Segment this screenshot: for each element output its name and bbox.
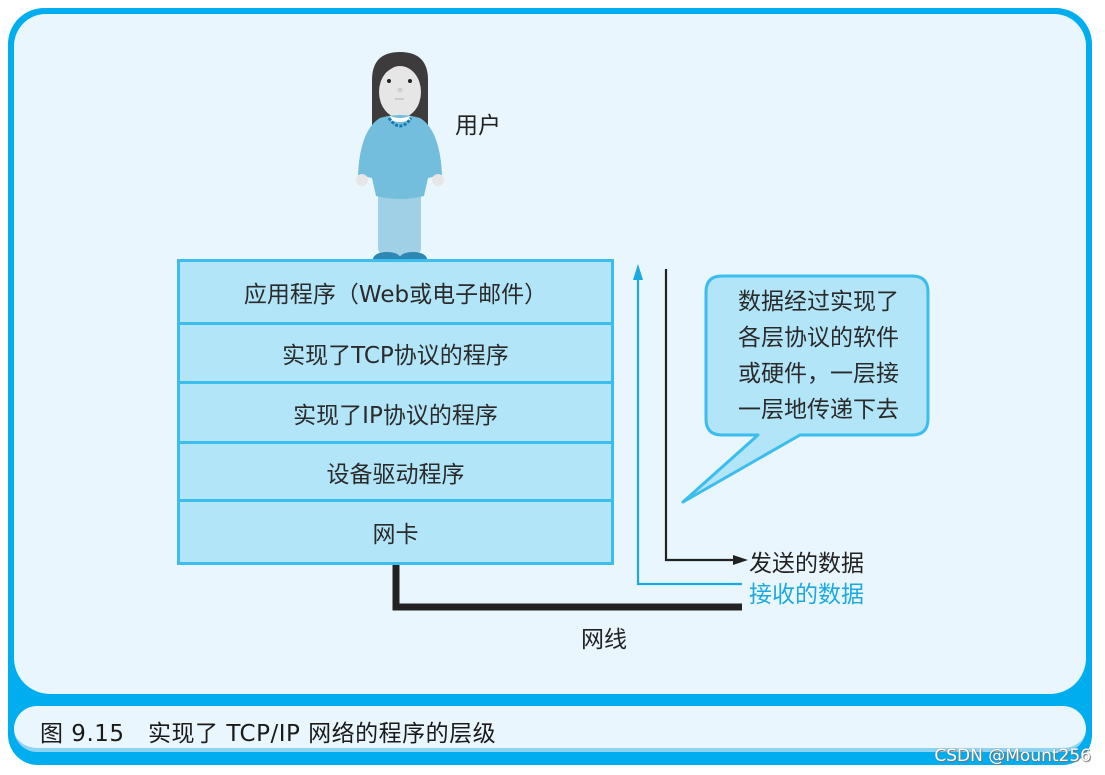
caption-bar bbox=[14, 706, 1086, 752]
protocol-stack: 应用程序（Web或电子邮件） 实现了TCP协议的程序 实现了IP协议的程序 设备… bbox=[177, 259, 614, 565]
layer-tcp: 实现了TCP协议的程序 bbox=[180, 325, 611, 384]
watermark: CSDN @Mount256 bbox=[934, 746, 1091, 766]
layer-application: 应用程序（Web或电子邮件） bbox=[180, 262, 611, 325]
receive-data-label: 接收的数据 bbox=[749, 582, 864, 608]
network-cable bbox=[392, 562, 742, 611]
callout-line: 一层地传递下去 bbox=[738, 397, 899, 423]
receive-arrowhead-icon bbox=[633, 264, 643, 280]
receive-flow-line bbox=[636, 278, 742, 586]
woman-user-icon bbox=[356, 52, 444, 266]
send-arrowhead-icon bbox=[733, 555, 748, 565]
callout-text: 数据经过实现了 各层协议的软件 或硬件，一层接 一层地传递下去 bbox=[716, 284, 921, 428]
send-flow-line bbox=[664, 269, 735, 562]
callout-bubble bbox=[681, 274, 930, 504]
layer-device-driver: 设备驱动程序 bbox=[180, 444, 611, 502]
figure-caption: 图 9.15 实现了 TCP/IP 网络的程序的层级 bbox=[40, 721, 497, 747]
layer-network-card: 网卡 bbox=[372, 522, 419, 548]
user-label: 用户 bbox=[455, 113, 501, 139]
callout-line: 或硬件，一层接 bbox=[738, 361, 899, 387]
callout-line: 各层协议的软件 bbox=[738, 325, 899, 351]
layer-ip: 实现了IP协议的程序 bbox=[180, 384, 611, 444]
network-cable-label: 网线 bbox=[581, 627, 627, 653]
send-data-label: 发送的数据 bbox=[749, 551, 864, 577]
callout-line: 数据经过实现了 bbox=[738, 289, 899, 315]
